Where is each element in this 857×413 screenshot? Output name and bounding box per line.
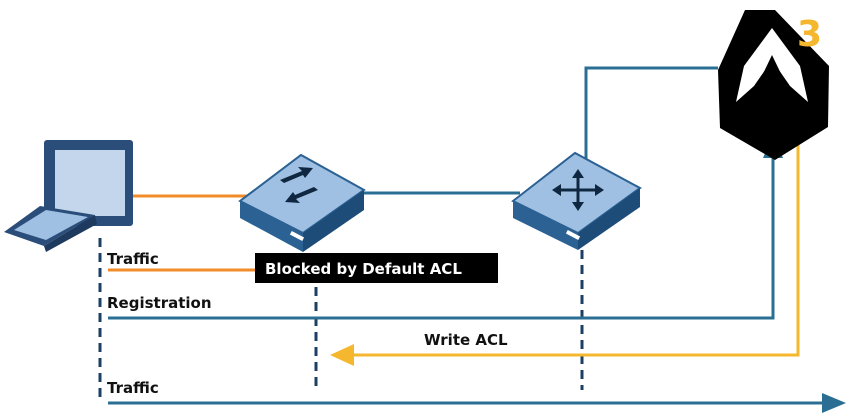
allowed-traffic-arrowhead <box>822 393 846 413</box>
laptop-icon <box>4 140 133 252</box>
write-acl-arrowhead <box>330 344 354 366</box>
write-acl-flow <box>350 140 800 357</box>
blocked-label-box <box>255 253 498 283</box>
registration-label: Registration <box>107 294 212 312</box>
switch-to-cloud-link <box>584 66 718 168</box>
logo-badge: 3 <box>797 14 822 55</box>
write-acl-label: Write ACL <box>424 331 508 349</box>
registration-flow <box>108 142 775 320</box>
cloud-controller-logo: 3 <box>718 10 829 160</box>
network-switch-icon <box>511 151 642 250</box>
traffic-label-bottom: Traffic <box>107 379 159 397</box>
blocked-label: Blocked by Default ACL <box>265 260 462 278</box>
traffic-label-top: Traffic <box>107 250 159 268</box>
acl-switch-icon <box>238 153 366 252</box>
